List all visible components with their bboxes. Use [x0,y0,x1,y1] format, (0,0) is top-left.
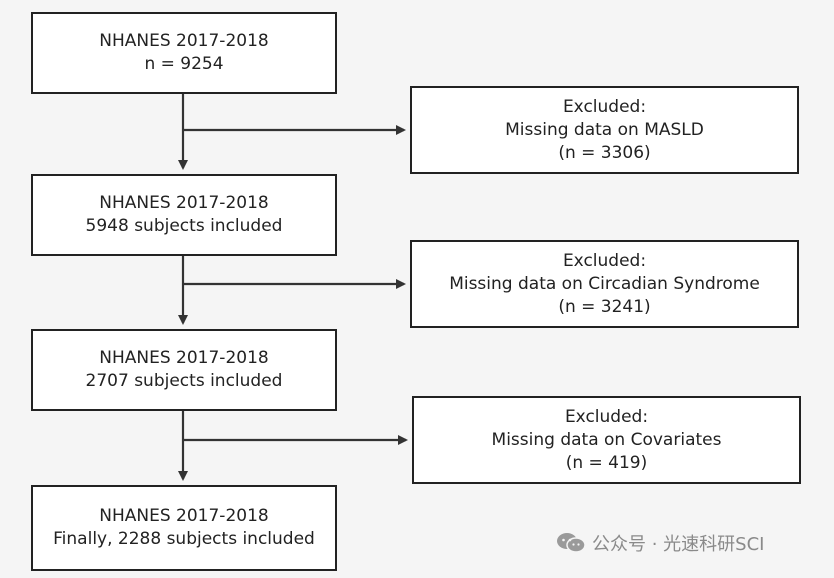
exclusion-box-2-reason: Missing data on Circadian Syndrome [449,273,760,294]
exclusion-box-2-count: (n = 3241) [558,296,651,317]
exclusion-box-1-heading: Excluded: [562,96,647,117]
exclusion-box-1: Excluded: Missing data on MASLD (n = 330… [410,86,799,174]
main-box-4-title: NHANES 2017-2018 [99,506,269,526]
main-box-3: NHANES 2017-2018 2707 subjects included [31,329,337,411]
main-box-2-title: NHANES 2017-2018 [99,193,269,213]
exclusion-box-3-count: (n = 419) [565,452,648,473]
exclusion-box-3-reason: Missing data on Covariates [491,429,722,450]
main-box-3-title: NHANES 2017-2018 [99,348,269,368]
exclusion-box-2-heading: Excluded: [562,250,647,271]
main-box-1: NHANES 2017-2018 n = 9254 [31,12,337,94]
main-box-2: NHANES 2017-2018 5948 subjects included [31,174,337,256]
main-box-1-title: NHANES 2017-2018 [99,31,269,51]
exclusion-box-3-heading: Excluded: [564,406,649,427]
exclusion-box-3: Excluded: Missing data on Covariates (n … [412,396,801,484]
main-box-4-detail: Finally, 2288 subjects included [53,529,315,549]
exclusion-box-1-count: (n = 3306) [558,142,651,163]
main-box-2-detail: 5948 subjects included [85,216,283,236]
main-box-4: NHANES 2017-2018 Finally, 2288 subjects … [31,485,337,571]
main-box-1-detail: n = 9254 [144,54,224,74]
watermark-text: 公众号 · 光速科研SCI [592,534,765,555]
exclusion-box-2: Excluded: Missing data on Circadian Synd… [410,240,799,328]
watermark: 公众号 · 光速科研SCI [556,530,764,556]
wechat-icon [556,532,586,554]
exclusion-box-1-reason: Missing data on MASLD [505,119,704,140]
main-box-3-detail: 2707 subjects included [85,371,283,391]
